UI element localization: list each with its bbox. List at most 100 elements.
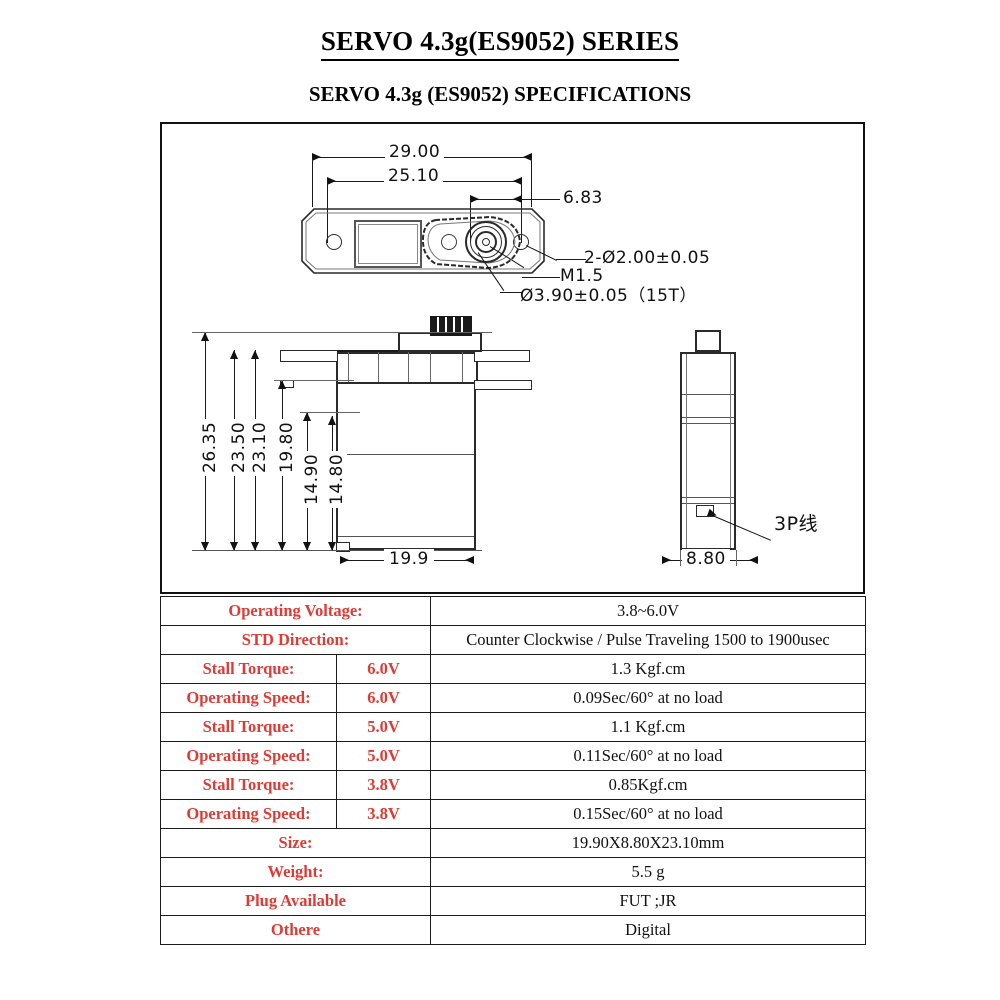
case-inner (358, 224, 418, 264)
spline-mid-circle (470, 226, 502, 258)
side-body-seam-low (338, 536, 474, 538)
datum-line-bottom (192, 550, 482, 552)
dim-label-height-2350: 23.50 (229, 418, 249, 476)
page-title: SERVO 4.3g(ES9052) SERIES (0, 26, 1000, 61)
end-seam-4 (682, 497, 734, 499)
spec-value: 0.09Sec/60° at no load (430, 683, 867, 713)
dim-arrow-bot-1980 (278, 542, 286, 551)
spec-label: Stall Torque: (160, 712, 337, 742)
side-gearcase (336, 352, 478, 384)
spec-label: Operating Voltage: (159, 596, 432, 626)
spec-voltage: 5.0V (335, 712, 432, 742)
shaft-center-hole (482, 238, 490, 246)
leader-shelf-mount-holes (556, 259, 586, 261)
spec-label: Plug Available (159, 886, 432, 916)
ext-line-2510-left (327, 181, 329, 243)
end-seam-1 (682, 394, 734, 396)
spec-value: 3.8~6.0V (430, 596, 867, 626)
spec-value: 0.15Sec/60° at no load (430, 799, 867, 829)
page-subtitle: SERVO 4.3g (ES9052) SPECIFICATIONS (308, 82, 692, 106)
idler-hole (441, 234, 457, 250)
ext-line-1980 (274, 380, 354, 382)
end-seam-5 (682, 503, 734, 505)
gearcase-line-0 (348, 352, 350, 382)
dim-label-height-1490: 14.90 (302, 450, 322, 508)
dim-label-shaft-offset: 6.83 (563, 188, 603, 208)
spec-label: Size: (159, 828, 432, 858)
spec-value: 5.5 g (430, 857, 867, 887)
mount-hole-right (513, 234, 529, 250)
lead-line-683 (522, 199, 560, 201)
side-body-outline (336, 382, 476, 550)
table-row: Size:19.90X8.80X23.10mm (159, 828, 867, 858)
flange-left (280, 350, 338, 362)
side-body-seam-mid (338, 454, 474, 456)
table-row: STD Direction:Counter Clockwise / Pulse … (159, 625, 867, 655)
top-view-outline (301, 208, 545, 274)
spec-value: FUT ;JR (430, 886, 867, 916)
dim-arrow-left-683 (470, 195, 479, 203)
dim-label-width-880: 8.80 (682, 549, 730, 569)
end-edge-left (686, 354, 688, 548)
spec-label: Weight: (159, 857, 432, 887)
spec-voltage: 3.8V (335, 799, 432, 829)
ext-line-880-left (680, 550, 682, 566)
drawing-frame: 29.00 25.10 6.83 (160, 122, 865, 594)
gearcase-line-1 (378, 352, 380, 382)
spline-inner-circle (475, 231, 497, 253)
end-edge-right (730, 354, 732, 548)
ext-line-29-right (531, 157, 533, 207)
page-title-text: SERVO 4.3g(ES9052) SERIES (320, 26, 680, 61)
ext-line-683-left (470, 199, 472, 243)
spec-value: 19.90X8.80X23.10mm (430, 828, 867, 858)
dim-arrow-right-880 (749, 556, 758, 564)
spec-value: 0.11Sec/60° at no load (430, 741, 867, 771)
dim-arrow-top-1490 (303, 412, 311, 421)
gearcase-line-2 (408, 352, 410, 382)
side-topcase-edge (282, 350, 482, 352)
callout-cable: 3P线 (774, 513, 819, 535)
dim-arrow-top-1980 (278, 380, 286, 389)
dim-arrow-top-2350 (230, 350, 238, 359)
dim-arrow-bot-1480 (328, 542, 336, 551)
spec-value: 1.3 Kgf.cm (430, 654, 867, 684)
dim-label-height-1980: 19.80 (277, 418, 297, 476)
dim-label-height-2310: 23.10 (250, 418, 270, 476)
end-shaft-boss (695, 330, 721, 352)
dim-arrow-top-2635 (201, 332, 209, 341)
spec-value: 1.1 Kgf.cm (430, 712, 867, 742)
table-row: Operating Voltage:3.8~6.0V (159, 596, 867, 626)
end-seam-3 (682, 423, 734, 425)
dim-arrow-right-29 (523, 153, 532, 161)
dim-arrow-right-199 (465, 556, 474, 564)
table-row: Weight:5.5 g (159, 857, 867, 887)
spec-value: Counter Clockwise / Pulse Traveling 1500… (430, 625, 867, 655)
mount-hole-left (326, 234, 342, 250)
dim-arrow-bot-2350 (230, 542, 238, 551)
dim-label-height-2635: 26.35 (200, 418, 220, 476)
spline-outer-circle (465, 221, 507, 263)
spec-label: Operating Speed: (160, 683, 337, 713)
spec-label: Operating Speed: (160, 799, 337, 829)
dim-label-width-199: 19.9 (384, 549, 434, 569)
callout-mount-holes: 2-Ø2.00±0.05 (584, 248, 711, 268)
dim-label-height-1480: 14.80 (327, 450, 347, 508)
dim-arrow-right-683 (513, 195, 522, 203)
spec-label: STD Direction: (159, 625, 432, 655)
dim-arrow-left-199 (340, 556, 349, 564)
dim-label-hole-span: 25.10 (384, 166, 444, 186)
spec-voltage: 3.8V (335, 770, 432, 800)
ext-line-880-right (736, 550, 738, 566)
end-body-outline (680, 352, 736, 550)
side-bottom-lip-left (336, 542, 350, 552)
spec-voltage: 5.0V (335, 741, 432, 771)
gearcase-line-4 (462, 352, 464, 382)
dim-label-overall-width: 29.00 (385, 142, 445, 162)
dim-arrow-bot-1490 (303, 542, 311, 551)
spec-value: 0.85Kgf.cm (430, 770, 867, 800)
